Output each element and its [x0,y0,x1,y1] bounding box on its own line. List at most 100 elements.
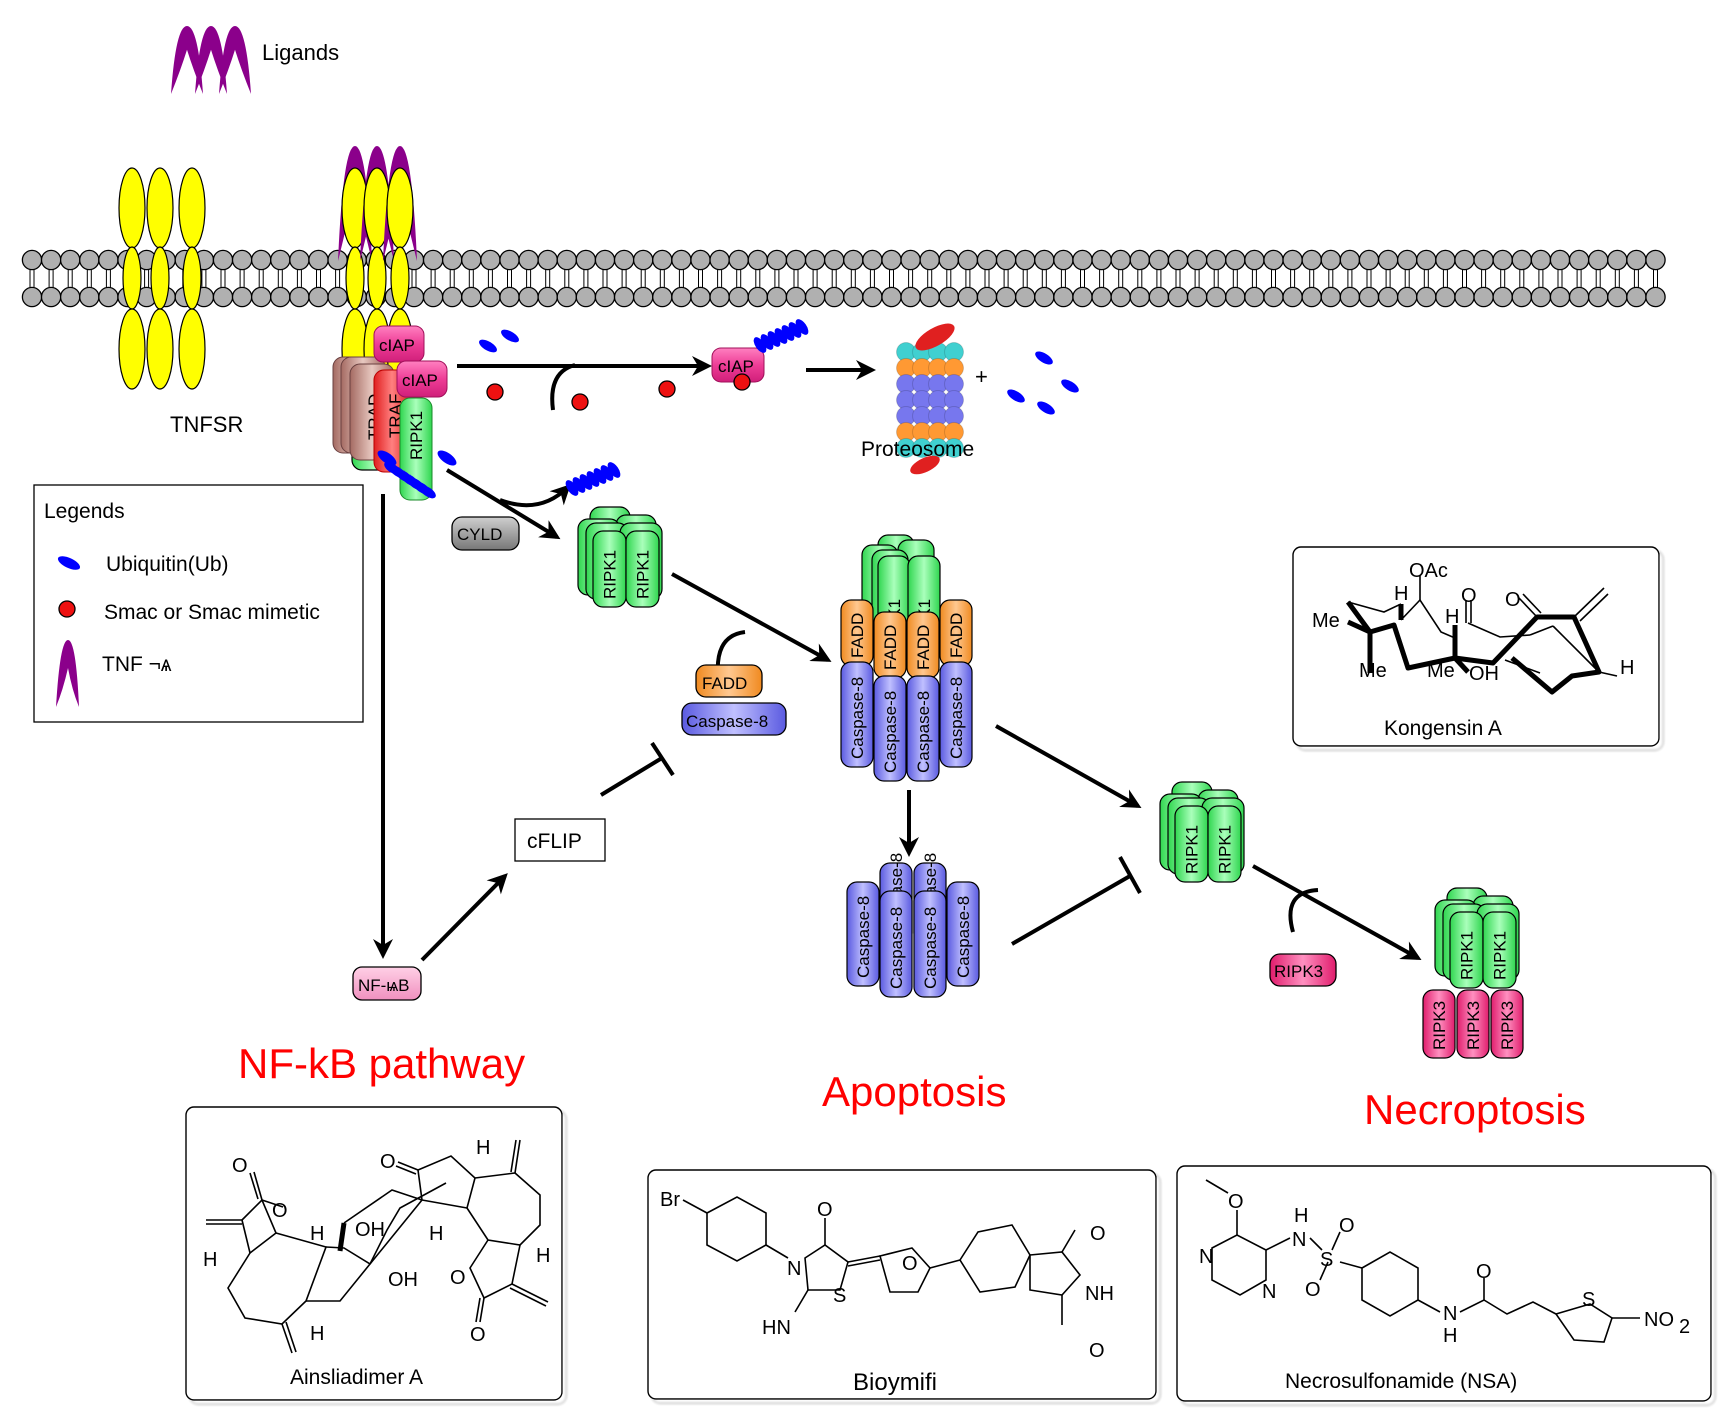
kongensin-name: Kongensin A [1384,717,1502,740]
ubiquitin-icon [781,325,795,341]
lipid-head [709,286,730,308]
receptor-transmembrane-domain [122,246,142,310]
ripk3-recruit-curve [1288,888,1319,933]
caspase8-free-label: Caspase-8 [686,712,768,731]
lipid-head [900,249,921,271]
lipid-head [594,249,616,271]
lipid-head [823,286,845,308]
ubiquitin-icon [501,329,519,343]
lipid-head [21,286,43,308]
atom-label: H [476,1137,490,1159]
caspase8-subunit-label: Caspase-8 [848,677,867,759]
lipid-head [1473,286,1494,308]
caspase8-subunit-body [846,881,880,987]
lipid-head [1416,286,1437,308]
caspase8-free: Caspase-8 [681,702,787,736]
atom-label: O [817,1199,833,1221]
atom-label: N [1262,1281,1276,1303]
lipid-head [1607,249,1628,271]
fadd-subunit: FADD [873,611,907,679]
receptor-transmembrane-domain [345,246,365,310]
nfkb-pathway-title: NF-kB pathway [238,1040,525,1087]
ubiquitin-icon [572,477,586,493]
lipid-head [40,286,62,308]
lipid-head [976,286,998,308]
lipid-head [785,249,807,271]
lipid-head [1587,286,1609,308]
ciap-protein-top: cIAP [373,325,425,363]
apoptosis-title: Apoptosis [822,1068,1006,1115]
ubiquitin-icon [57,556,81,570]
lipid-head [1473,249,1494,271]
lipid-head [995,286,1017,308]
nfkb-label: NF-ѩB [358,976,409,995]
kongensin-bonds [1345,575,1618,695]
ripk3-subunit-body [1422,989,1456,1059]
ripk1-subunit: RIPK1 [592,530,627,608]
ripk1-subunit-body [1482,911,1517,989]
atom-label: H [203,1249,217,1271]
atom-label: HN [762,1317,791,1339]
smac-binding-curve [550,363,576,411]
lipid-head [575,286,597,308]
lipid-head [308,249,329,271]
lipid-head [747,249,769,271]
ubiquitin-chain-complex-i [377,450,457,499]
lipid-head [671,249,692,271]
atom-label: Me [1427,660,1455,682]
lipid-head [98,286,119,308]
lipid-head [1282,286,1303,308]
lipid-head [59,249,81,271]
lipid-head [289,249,310,271]
caspase8-subunit-label: Caspase-8 [887,907,906,989]
ripk1-subunit: RIPK1 [625,530,660,608]
proteasome-label: Proteosome [861,438,974,461]
tnf-icon [56,640,79,707]
lipid-head [270,286,291,308]
ubiquitin-icon [788,322,802,338]
atom-label: O [1090,1223,1106,1245]
ligands-legend: Ligands [171,26,339,94]
lipid-head [881,286,902,308]
lipid-head [231,286,253,308]
lipid-head [556,286,578,308]
lipid-head [1225,286,1246,308]
lipid-head [480,249,501,271]
lipid-head [1053,286,1074,308]
nsa-atom-labels: O H N S O O N N O N H S NO 2 [1199,1191,1690,1347]
lipid-head [1454,249,1475,271]
lipid-head [919,286,940,308]
atom-label: N [1199,1246,1213,1268]
lipid-head [728,249,749,271]
lipid-head [79,249,100,271]
nsa-name: Necrosulfonamide (NSA) [1285,1370,1517,1393]
lipid-head [1129,249,1151,271]
receptor-extracellular-domain [118,167,146,249]
ripk3-subunit-label: RIPK3 [1498,1001,1517,1050]
ripk1-subunit: RIPK1 [1449,911,1484,989]
lipid-head [1377,249,1399,271]
lipid-head [21,249,43,271]
lipid-head [1396,249,1418,271]
lipid-head [1225,249,1246,271]
ubiquitin-chain-ciap [753,319,809,353]
legend-box: Legends Ubiquitin(Ub) Smac or Smac mimet… [33,484,364,723]
atom-label: H [310,1323,324,1345]
lipid-head [804,286,826,308]
smac-icon [58,600,76,618]
caspase8-subunit: Caspase-8 [906,675,940,782]
released-ubiquitin [1007,351,1079,415]
lipid-head [747,286,769,308]
necroptosis-title: Necroptosis [1364,1086,1586,1133]
caspase8-subunit-label: Caspase-8 [854,896,873,978]
lipid-head [1034,249,1055,271]
lipid-head [1167,286,1189,308]
lipid-head [1301,286,1322,308]
necrosulfonamide-structure: O H N S O O N N O N H S NO 2 Necrosulfon… [1176,1165,1712,1402]
lipid-head [995,249,1017,271]
lipid-head [1110,286,1131,308]
caspase8-subunit: Caspase-8 [840,661,874,768]
atom-label: O [1228,1191,1244,1213]
legend-title: Legends [44,500,125,523]
ligands-label: Ligands [262,40,339,65]
